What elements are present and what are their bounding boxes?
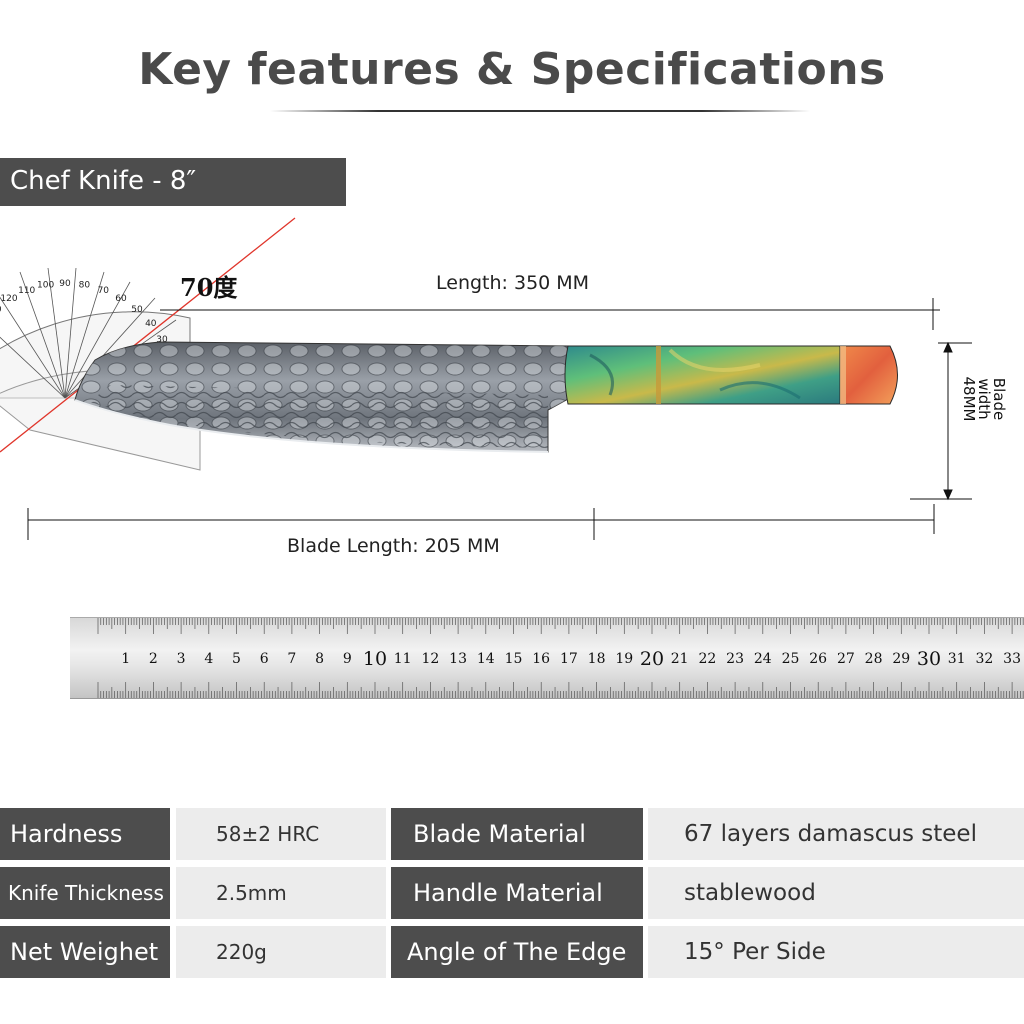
ruler-number: 15: [504, 651, 523, 667]
spec-value-hardness: 58±2 HRC: [176, 808, 386, 860]
ruler-number: 33: [1003, 651, 1022, 667]
protractor-number: 130: [0, 305, 2, 315]
ruler-number: 5: [232, 651, 241, 667]
model-banner: Chef Knife - 8″: [0, 158, 346, 206]
spec-value-knife-thickness: 2.5mm: [176, 867, 386, 919]
ruler-number: 4: [204, 651, 214, 667]
ruler-number: 24: [753, 651, 772, 667]
protractor-number: 120: [0, 294, 17, 304]
knife-blade: [74, 341, 571, 453]
dimension-lines: [27, 298, 972, 540]
ruler-number: 27: [836, 651, 855, 667]
ruler-number: 26: [809, 651, 828, 667]
ruler-number: 11: [393, 651, 412, 667]
blade-width-line1: Blade width: [975, 377, 1008, 421]
protractor-number: 50: [131, 305, 143, 315]
ruler-number: 6: [259, 651, 269, 667]
ruler-number: 31: [947, 651, 966, 667]
model-name: Chef Knife - 8″: [10, 166, 197, 196]
protractor-number: 100: [37, 281, 54, 291]
spec-label-hardness: Hardness: [0, 808, 170, 860]
ruler-ticks: [97, 618, 1024, 698]
ruler-number: 28: [864, 651, 883, 667]
ruler-number: 9: [342, 651, 352, 667]
spec-label-net-weight: Net Weighet: [0, 926, 170, 978]
ruler-number: 22: [698, 651, 717, 667]
ruler-number: 7: [287, 651, 297, 667]
protractor-number: 30: [156, 335, 168, 345]
ruler-number: 17: [559, 651, 578, 667]
page-title: Key features & Specifications: [138, 44, 886, 95]
protractor-number: 110: [18, 286, 35, 296]
ruler-number: 1: [121, 651, 131, 667]
ruler-number: 19: [615, 651, 634, 667]
protractor-number: 40: [145, 319, 157, 329]
protractor-number: 70: [98, 286, 110, 296]
length-label: Length: 350 MM: [436, 272, 590, 294]
ruler-number: 21: [670, 651, 689, 667]
ruler-number: 20: [639, 648, 665, 670]
ruler-number: 29: [892, 651, 911, 667]
ruler-number: 30: [916, 648, 942, 670]
ruler-number: 18: [587, 651, 606, 667]
protractor-number: 60: [115, 294, 127, 304]
blade-width-line2: 48MM: [960, 376, 978, 422]
angle-label: 70度: [180, 273, 238, 302]
protractor-number: 90: [59, 279, 71, 289]
ruler-number: 13: [449, 651, 468, 667]
spec-value-handle-material: stablewood: [648, 867, 1024, 919]
protractor-number: 80: [79, 281, 91, 291]
angle-line: [0, 217, 296, 453]
ruler-number: 23: [726, 651, 745, 667]
spec-label-edge-angle: Angle of The Edge: [391, 926, 643, 978]
ruler-number: 10: [362, 648, 388, 670]
spec-label-handle-material: Handle Material: [391, 867, 643, 919]
ruler-number: 32: [975, 651, 994, 667]
ruler-number: 12: [421, 651, 440, 667]
ruler-number: 2: [148, 651, 158, 667]
blade-width-label: Blade width 48MM: [960, 358, 1008, 440]
ruler-number: 14: [476, 651, 495, 667]
protractor-labels: 15014013012011010090807060504030: [0, 279, 168, 345]
knife-handle: [564, 345, 898, 405]
spec-value-net-weight: 220g: [176, 926, 386, 978]
knife-diagram: 15014013012011010090807060504030: [0, 217, 972, 540]
spec-label-blade-material: Blade Material: [391, 808, 643, 860]
ruler-number: 25: [781, 651, 800, 667]
spec-label-knife-thickness: Knife Thickness: [0, 867, 170, 919]
title-underline: [270, 110, 810, 112]
ruler-number: 8: [315, 651, 325, 667]
ruler-number: 16: [532, 651, 551, 667]
blade-length-label: Blade Length: 205 MM: [287, 535, 500, 557]
ruler-number: 3: [176, 651, 186, 667]
spec-value-blade-material: 67 layers damascus steel: [648, 808, 1024, 860]
spec-value-edge-angle: 15° Per Side: [648, 926, 1024, 978]
